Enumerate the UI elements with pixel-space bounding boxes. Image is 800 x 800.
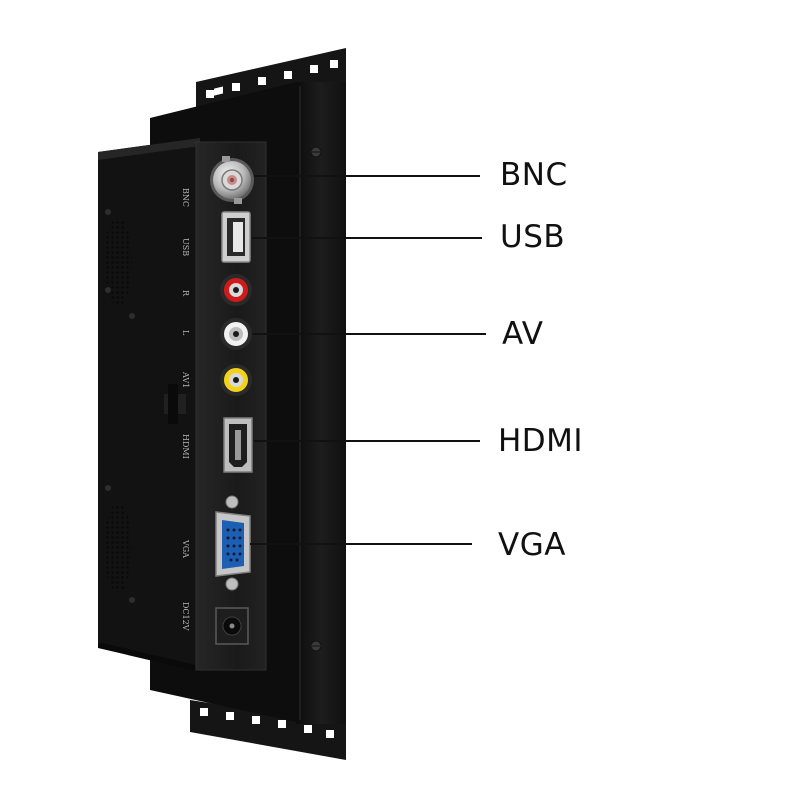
leader-lines	[250, 175, 486, 545]
silk-l: L	[181, 330, 190, 336]
callout-av: AV	[502, 316, 544, 352]
rca-jack-white	[220, 318, 252, 350]
callout-usb: USB	[500, 219, 566, 255]
frame-screw-bottom	[310, 640, 322, 652]
mounting-bracket-top	[196, 48, 346, 112]
rca-jack-yellow	[220, 364, 252, 396]
dc-power-jack	[215, 607, 249, 645]
bracket-holes-top	[206, 60, 338, 98]
frame-screw-top	[310, 146, 322, 158]
callout-hdmi: HDMI	[498, 423, 584, 459]
rca-jack-red	[220, 274, 252, 306]
side-clip	[164, 384, 186, 424]
bracket-holes-bottom	[200, 708, 334, 738]
bnc-connector	[210, 156, 254, 204]
silk-hdmi: HDMI	[181, 434, 190, 459]
silk-dc: DC12V	[181, 602, 190, 631]
speaker-grille-bottom	[104, 504, 132, 592]
housing-screws	[105, 209, 135, 603]
callout-vga: VGA	[498, 527, 566, 563]
silk-vga: VGA	[181, 539, 190, 558]
silk-av1: AV1	[181, 371, 190, 388]
speaker-grille-top	[104, 218, 132, 306]
vga-port	[215, 495, 251, 591]
callout-bnc: BNC	[500, 157, 568, 193]
silk-bnc: BNC	[181, 188, 190, 207]
usb-port	[221, 211, 251, 263]
silk-r: R	[181, 290, 190, 297]
hdmi-port	[223, 417, 253, 473]
silkscreen-labels: BNC USB R L AV1 HDMI VGA DC12V	[181, 188, 190, 631]
silk-usb: USB	[181, 238, 190, 256]
